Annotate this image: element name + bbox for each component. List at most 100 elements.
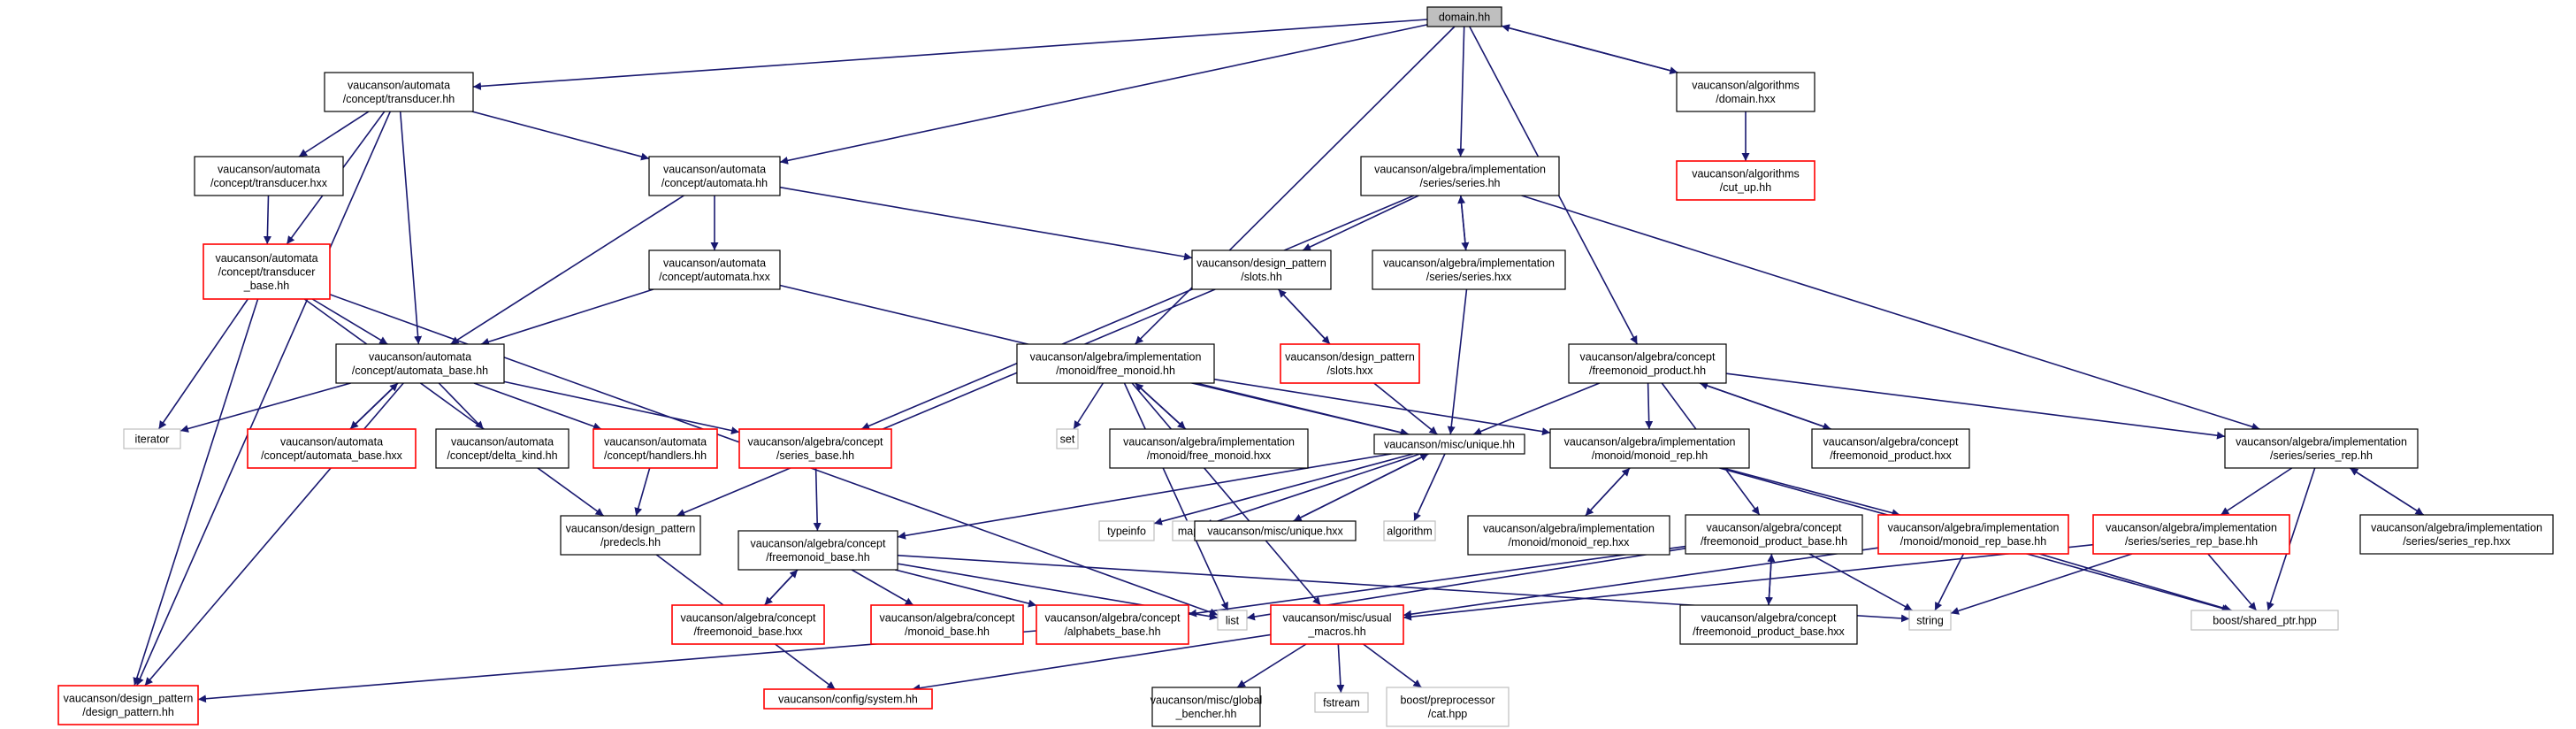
node-automata-base-hxx[interactable]: vaucanson/automata/concept/automata_base…: [247, 428, 417, 469]
node-automata-hh[interactable]: vaucanson/automata/concept/automata.hh: [648, 156, 781, 196]
node-label: /monoid_base.hh: [905, 625, 990, 638]
node-freemonoid-product-hxx[interactable]: vaucanson/algebra/concept/freemonoid_pro…: [1811, 428, 1970, 469]
node-unique-hh[interactable]: vaucanson/misc/unique.hh: [1373, 434, 1525, 455]
node-automata-base-hh[interactable]: vaucanson/automata/concept/automata_base…: [335, 343, 505, 384]
node-monoid-rep-hxx[interactable]: vaucanson/algebra/implementation/monoid/…: [1467, 515, 1670, 556]
node-box: [1360, 156, 1560, 196]
node-box: [1877, 514, 2069, 555]
node-box: [592, 428, 718, 469]
edge-free_monoid_hh-to-list: [1123, 382, 1229, 611]
node-series-rep-base-hh[interactable]: vaucanson/algebra/implementation/series/…: [2092, 514, 2290, 555]
node-label: vaucanson/automata: [280, 436, 383, 449]
node-label: vaucanson/algebra/concept: [880, 612, 1015, 625]
edge-slots_hxx-to-slots_hh: [1278, 288, 1331, 345]
node-label: vaucanson/algebra/implementation: [1483, 523, 1655, 535]
node-list: list: [1217, 610, 1248, 631]
node-box: [1056, 428, 1079, 449]
node-freemonoid-product-base-hh[interactable]: vaucanson/algebra/concept/freemonoid_pro…: [1685, 514, 1863, 555]
edge-monoid_rep_base_hh-to-string: [1934, 553, 1965, 611]
node-label: /concept/transducer: [218, 265, 316, 278]
node-box: [2190, 610, 2339, 631]
node-box: [1191, 249, 1332, 290]
node-label: vaucanson/algebra/implementation: [1374, 164, 1546, 176]
node-design-pattern-hh[interactable]: vaucanson/design_pattern/design_pattern.…: [57, 685, 199, 725]
node-automata-hxx[interactable]: vaucanson/automata/concept/automata.hxx: [648, 249, 781, 290]
node-label: vaucanson/algebra/concept: [1707, 522, 1842, 534]
node-box: [1151, 687, 1261, 727]
node-box: [203, 243, 331, 300]
node-series-rep-hh[interactable]: vaucanson/algebra/implementation/series/…: [2224, 428, 2419, 469]
node-handlers-hh[interactable]: vaucanson/automata/concept/handlers.hh: [592, 428, 718, 469]
node-monoid-rep-base-hh[interactable]: vaucanson/algebra/implementation/monoid/…: [1877, 514, 2069, 555]
node-label: vaucanson/algebra/implementation: [1564, 436, 1736, 449]
node-box: [1386, 687, 1510, 727]
node-label: vaucanson/algebra/concept: [748, 436, 883, 449]
edge-unique_hxx-to-unique_hh: [1293, 453, 1429, 522]
node-label: /monoid/free_monoid.hxx: [1147, 449, 1272, 462]
edge-transducer_base_hh-to-automata_base_hh: [311, 298, 388, 345]
node-transducer-hh[interactable]: vaucanson/automata/concept/transducer.hh: [324, 72, 474, 112]
node-box: [1109, 428, 1309, 469]
node-label: set: [1060, 433, 1075, 445]
edge-automata_base_hh-to-series_base_hh: [503, 380, 740, 435]
edge-transducer_hh-to-automata_base_hh: [399, 111, 423, 345]
node-monoid-base-hh[interactable]: vaucanson/algebra/concept/monoid_base.hh: [870, 604, 1024, 645]
node-system-hh[interactable]: vaucanson/config/system.hh: [763, 688, 933, 710]
node-label: vaucanson/algorithms: [1692, 80, 1800, 92]
node-freemonoid-base-hh[interactable]: vaucanson/algebra/concept/freemonoid_bas…: [738, 530, 898, 571]
node-slots-hxx[interactable]: vaucanson/design_pattern/slots.hxx: [1280, 343, 1420, 384]
node-slots-hh[interactable]: vaucanson/design_pattern/slots.hh: [1191, 249, 1332, 290]
edge-domain_hh-to-series_hh: [1456, 26, 1465, 157]
node-series-base-hh[interactable]: vaucanson/algebra/concept/series_base.hh: [738, 428, 892, 469]
edge-unique_hh-to-algorithm: [1413, 453, 1446, 522]
node-label: vaucanson/automata: [604, 436, 707, 449]
edge-usual_macros_hh-to-global_bencher_hh: [1236, 643, 1307, 688]
node-alphabets-base-hh[interactable]: vaucanson/algebra/concept/alphabets_base…: [1036, 604, 1189, 645]
edge-domain_hh-to-free_monoid_hh: [1135, 26, 1456, 345]
node-transducer-hxx[interactable]: vaucanson/automata/concept/transducer.hx…: [194, 156, 344, 196]
node-freemonoid-base-hxx[interactable]: vaucanson/algebra/concept/freemonoid_bas…: [671, 604, 825, 645]
node-label: /freemonoid_product.hxx: [1830, 449, 1952, 462]
node-box: [1314, 692, 1369, 713]
node-cut-up-hh[interactable]: vaucanson/algorithms/cut_up.hh: [1676, 160, 1815, 201]
edge-automata_base_hh-to-design_pattern_hh: [144, 382, 404, 687]
edge-automata_base_hh-to-handlers_hh: [473, 382, 602, 431]
edge-series_rep_hh-to-series_rep_base_hh: [2220, 467, 2293, 516]
node-label: /alphabets_base.hh: [1064, 625, 1160, 638]
node-label: vaucanson/algebra/implementation: [1383, 257, 1555, 270]
node-unique-hxx[interactable]: vaucanson/misc/unique.hxx: [1194, 520, 1357, 541]
node-global-bencher-hh[interactable]: vaucanson/misc/global_bencher.hh: [1150, 687, 1262, 727]
node-series-hxx[interactable]: vaucanson/algebra/implementation/series/…: [1372, 249, 1566, 290]
node-domain-hh[interactable]: domain.hh: [1426, 6, 1502, 27]
edge-series_hxx-to-unique_hh: [1447, 288, 1468, 435]
node-delta-kind-hh[interactable]: vaucanson/automata/concept/delta_kind.hh: [435, 428, 569, 469]
node-label: vaucanson/automata: [451, 436, 554, 449]
node-box: [194, 156, 344, 196]
node-alg-domain-hxx[interactable]: vaucanson/algorithms/domain.hxx: [1676, 72, 1815, 112]
node-label: /concept/automata.hxx: [659, 271, 771, 283]
node-transducer-base-hh[interactable]: vaucanson/automata/concept/transducer_ba…: [203, 243, 331, 300]
node-free-monoid-hh[interactable]: vaucanson/algebra/implementation/monoid/…: [1016, 343, 1215, 384]
node-box: [1270, 604, 1404, 645]
node-label: /slots.hxx: [1326, 364, 1373, 377]
node-usual-macros-hh[interactable]: vaucanson/misc/usual_macros.hh: [1270, 604, 1404, 645]
node-predecls-hh[interactable]: vaucanson/design_pattern/predecls.hh: [560, 515, 701, 556]
node-freemonoid-product-hh[interactable]: vaucanson/algebra/concept/freemonoid_pro…: [1568, 343, 1727, 384]
node-freemonoid-product-base-hxx[interactable]: vaucanson/algebra/concept/freemonoid_pro…: [1679, 604, 1858, 645]
node-free-monoid-hxx[interactable]: vaucanson/algebra/implementation/monoid/…: [1109, 428, 1309, 469]
edge-usual_macros_hh-to-system_hh: [912, 633, 1272, 693]
edge-transducer_hh-to-design_pattern_hh: [135, 111, 392, 687]
node-label: vaucanson/misc/unique.hh: [1384, 438, 1515, 450]
node-label: vaucanson/algebra/implementation: [2236, 436, 2407, 449]
edge-automata_base_hxx-to-automata_base_hh: [349, 382, 399, 430]
node-monoid-rep-hh[interactable]: vaucanson/algebra/implementation/monoid/…: [1549, 428, 1750, 469]
node-box: [738, 428, 892, 469]
node-preprocessor-cat: boost/preprocessor/cat.hpp: [1386, 687, 1510, 727]
edge-automata_base_hh-to-delta_kind_hh: [438, 382, 485, 430]
node-series-hh[interactable]: vaucanson/algebra/implementation/series/…: [1360, 156, 1560, 196]
node-label: vaucanson/algorithms: [1692, 168, 1800, 180]
edge-freemonoid_base_hh-to-monoid_base_hh: [851, 569, 914, 606]
node-series-rep-hxx[interactable]: vaucanson/algebra/implementation/series/…: [2359, 514, 2554, 555]
edge-freemonoid_product_hh-to-monoid_rep_hh: [1645, 382, 1654, 430]
node-label: vaucanson/algebra/implementation: [1888, 522, 2060, 534]
